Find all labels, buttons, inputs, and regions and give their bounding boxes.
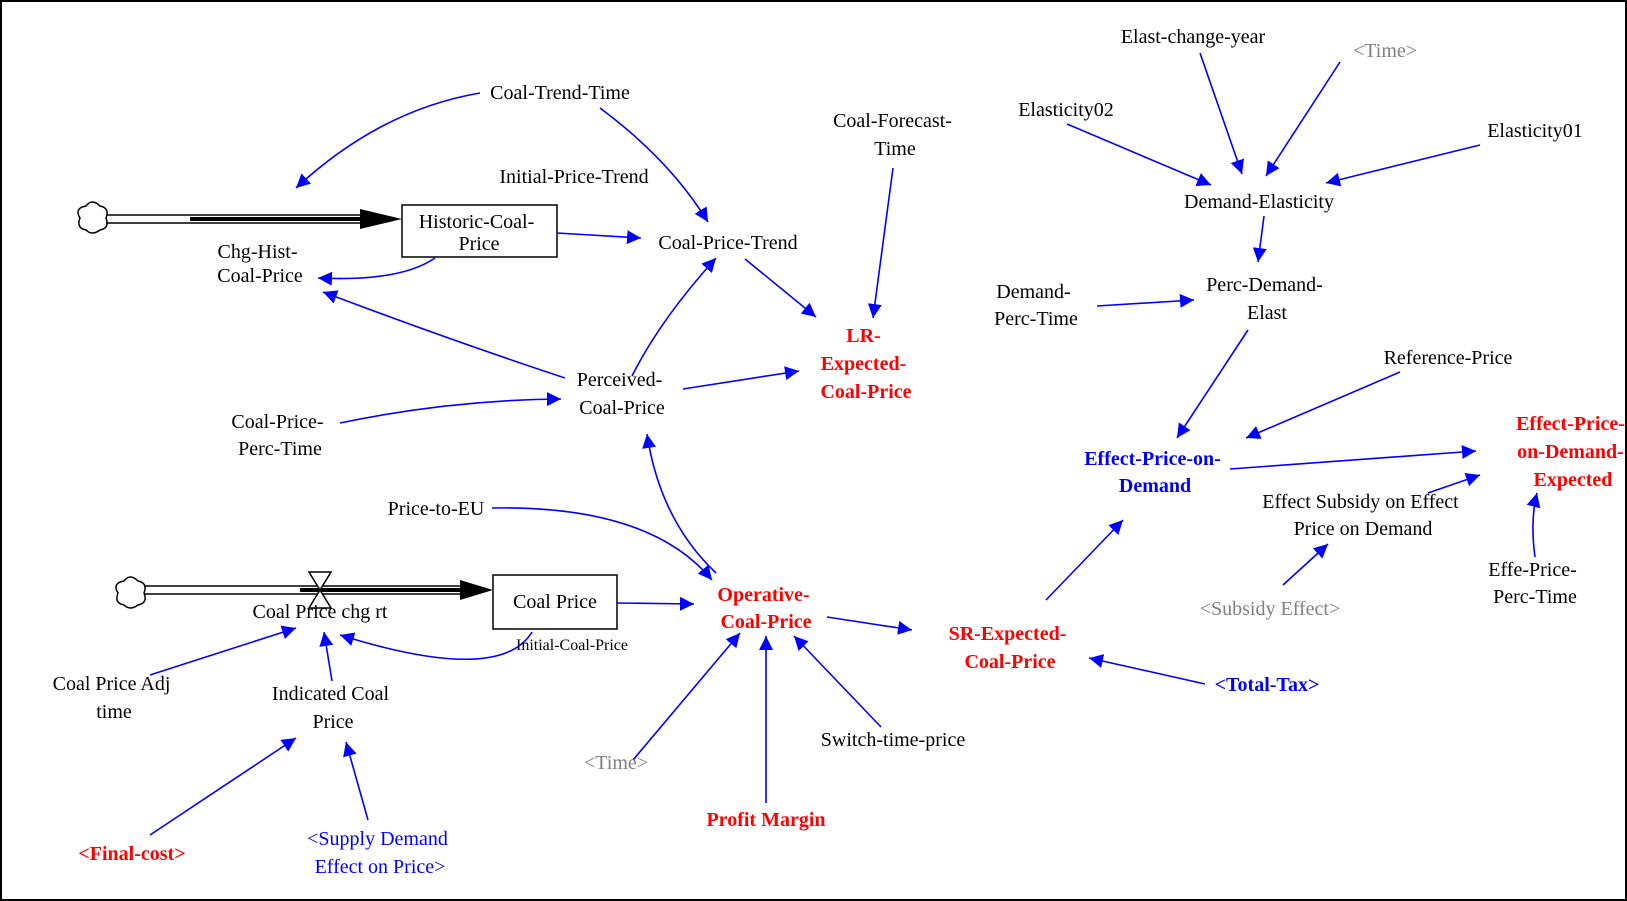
var-time-top[interactable]: <Time> xyxy=(1353,40,1417,62)
stock-historic-coal-price-label: Historic-Coal- Price xyxy=(419,211,540,255)
link-subsidy-to-effectsubsidy xyxy=(1282,543,1329,586)
link-perceived-to-chghist xyxy=(322,290,566,379)
stock-coal-price[interactable] xyxy=(492,574,618,630)
link-elasticity02-to-demandelast xyxy=(1066,123,1212,186)
var-chg-hist-coal-price[interactable]: Chg-Hist- Coal-Price xyxy=(217,241,303,287)
link-perceived-to-pricetrend xyxy=(631,257,717,377)
var-initial-coal-price[interactable]: Initial-Coal-Price xyxy=(516,637,628,654)
var-time-bottom[interactable]: <Time> xyxy=(584,752,648,774)
link-operative-to-perceived xyxy=(642,433,717,574)
link-elastchange-to-demandelast xyxy=(1199,52,1245,175)
var-switch-time-price[interactable]: Switch-time-price xyxy=(821,729,966,751)
link-historic-to-pricetrend xyxy=(556,230,642,245)
link-percetime-to-perceived xyxy=(339,392,562,424)
var-coal-forecast-time[interactable]: Coal-Forecast- Time xyxy=(833,110,957,160)
link-finalcost-to-indicated xyxy=(149,737,297,836)
var-coal-price-adj-time[interactable]: Coal Price Adj time xyxy=(53,673,176,723)
link-switch-to-operative xyxy=(793,635,882,728)
link-supplydemand-to-indicated xyxy=(343,741,369,821)
causal-links xyxy=(149,52,1541,836)
var-coal-price-chg-rt[interactable]: Coal Price chg rt xyxy=(253,601,388,623)
variable-labels: Coal-Trend-Time Initial-Price-Trend Chg-… xyxy=(53,26,1627,878)
var-profit-margin[interactable]: Profit Margin xyxy=(706,809,825,831)
flow-arrow-icon xyxy=(460,580,493,600)
var-effect-price-on-demand-expected[interactable]: Effect-Price- on-Demand- Expected xyxy=(1516,413,1627,491)
link-time-to-operative xyxy=(632,632,741,761)
link-demandelast-to-percelast xyxy=(1252,215,1267,263)
link-forecast-to-lr xyxy=(867,167,894,319)
var-perceived-coal-price[interactable]: Perceived- Coal-Price xyxy=(577,369,668,419)
var-reference-price[interactable]: Reference-Price xyxy=(1384,347,1513,369)
var-elasticity01[interactable]: Elasticity01 xyxy=(1487,120,1583,142)
link-totaltax-to-sr xyxy=(1088,654,1206,685)
link-refprice-to-effectprice xyxy=(1245,371,1401,439)
cloud-source-icon xyxy=(77,201,108,234)
flow-pipe-chg-hist xyxy=(106,214,370,224)
var-coal-trend-time[interactable]: Coal-Trend-Time xyxy=(490,82,630,104)
var-sr-expected-coal-price[interactable]: SR-Expected- Coal-Price xyxy=(949,623,1072,673)
link-historic-to-chghist xyxy=(317,257,436,286)
link-subsidyeff-to-expected xyxy=(1427,472,1481,494)
var-operative-coal-price[interactable]: Operative- Coal-Price xyxy=(717,584,814,633)
link-indicated-to-chgrt xyxy=(319,631,334,682)
var-coal-price-perc-time[interactable]: Coal-Price- Perc-Time xyxy=(231,411,328,460)
link-percelast-to-effectprice xyxy=(1176,329,1249,439)
link-coalprice-to-chgrt xyxy=(339,631,533,661)
var-demand-elasticity[interactable]: Demand-Elasticity xyxy=(1184,191,1334,213)
link-pricetrend-to-lr xyxy=(744,258,817,318)
var-demand-perc-time[interactable]: Demand- Perc-Time xyxy=(994,281,1078,330)
var-effect-price-on-demand[interactable]: Effect-Price-on- Demand xyxy=(1084,448,1226,497)
link-sr-to-effectprice xyxy=(1045,519,1124,601)
link-effepercetime-to-expected xyxy=(1526,492,1541,558)
link-pricetoeu-to-operative xyxy=(491,507,713,581)
var-indicated-coal-price[interactable]: Indicated Coal Price xyxy=(272,683,394,733)
var-supply-demand-effect[interactable]: <Supply Demand Effect on Price> xyxy=(307,828,453,878)
var-subsidy-effect[interactable]: <Subsidy Effect> xyxy=(1200,598,1341,620)
var-final-cost[interactable]: <Final-cost> xyxy=(78,843,185,865)
flow-arrow-icon xyxy=(360,209,402,229)
flow-pipe-coal-price xyxy=(144,585,465,595)
link-adjtime-to-chgrt xyxy=(149,625,297,676)
var-elasticity02[interactable]: Elasticity02 xyxy=(1018,99,1114,121)
var-total-tax[interactable]: <Total-Tax> xyxy=(1215,674,1320,696)
var-coal-price-trend[interactable]: Coal-Price-Trend xyxy=(658,232,797,254)
var-initial-price-trend[interactable]: Initial-Price-Trend xyxy=(499,166,648,188)
link-coalprice-to-operative xyxy=(616,596,695,611)
stock-historic-coal-price[interactable] xyxy=(401,204,558,258)
link-effectprice-to-expected xyxy=(1229,445,1477,470)
stock-coal-price-label: Coal Price xyxy=(513,591,597,613)
var-perc-demand-elast[interactable]: Perc-Demand- Elast xyxy=(1206,274,1328,324)
var-price-to-eu[interactable]: Price-to-EU xyxy=(388,498,485,520)
cloud-source-icon xyxy=(115,576,146,609)
var-lr-expected-coal-price[interactable]: LR- Expected- Coal-Price xyxy=(820,325,911,403)
link-trendtime-to-pricetrend xyxy=(599,107,709,223)
link-operative-to-sr xyxy=(826,616,913,635)
link-trendtime-to-chghist xyxy=(295,92,481,189)
link-timetop-to-demandelast xyxy=(1265,61,1341,177)
var-elast-change-year[interactable]: Elast-change-year xyxy=(1121,26,1266,48)
link-demandperc-to-percelast xyxy=(1096,293,1195,308)
link-perceived-to-lr xyxy=(682,366,800,390)
var-effe-price-perc-time[interactable]: Effe-Price- Perc-Time xyxy=(1488,559,1581,608)
var-effect-subsidy[interactable]: Effect Subsidy on Effect Price on Demand xyxy=(1262,491,1463,540)
valve-icon[interactable] xyxy=(307,571,333,609)
link-elasticity01-to-demandelast xyxy=(1325,144,1481,187)
